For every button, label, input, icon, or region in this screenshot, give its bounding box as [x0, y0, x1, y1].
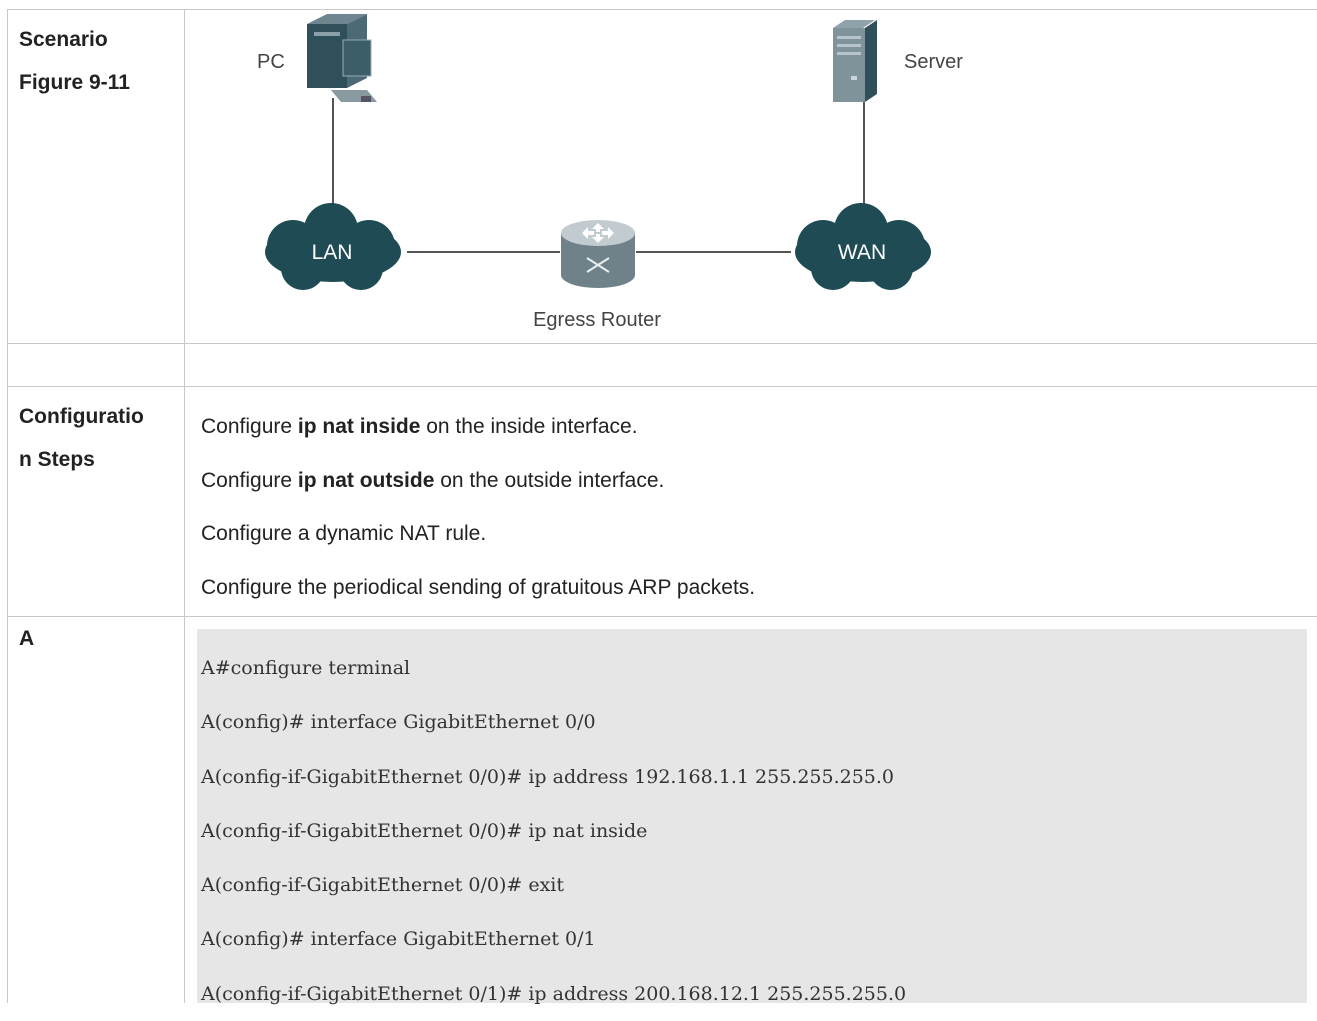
- configuration-steps-label-line2: n Steps: [19, 448, 95, 471]
- step-item: Configure a dynamic NAT rule.: [201, 522, 487, 545]
- device-a-label-cell: A: [7, 617, 185, 1003]
- configuration-steps-label-cell: Configuratio n Steps: [7, 387, 185, 616]
- configuration-steps-row: Configuratio n Steps Configure ip nat in…: [7, 386, 1317, 616]
- figure-label: Figure 9-11: [19, 71, 130, 94]
- code-line: A(config-if-GigabitEthernet 0/1)# ip add…: [201, 982, 907, 1005]
- code-line: A(config)# interface GigabitEthernet 0/1: [201, 928, 596, 951]
- configuration-steps-list: Configure ip nat inside on the inside in…: [185, 387, 1317, 616]
- wan-label: WAN: [838, 241, 886, 264]
- code-line: A(config-if-GigabitEthernet 0/0)# ip add…: [201, 765, 895, 788]
- scenario-row: Scenario Figure 9-11: [7, 9, 1317, 343]
- scenario-diagram-cell: PC Server: [185, 10, 1317, 343]
- device-a-label: A: [19, 627, 35, 650]
- server-label: Server: [904, 51, 963, 73]
- pc-icon: [307, 14, 377, 102]
- empty-row: [7, 343, 1317, 386]
- network-diagram: PC Server: [257, 14, 963, 331]
- code-line: A(config-if-GigabitEthernet 0/0)# ip nat…: [201, 819, 648, 842]
- step-item: Configure the periodical sending of grat…: [201, 575, 756, 599]
- config-table: Scenario Figure 9-11: [7, 9, 1317, 1005]
- scenario-label-cell: Scenario Figure 9-11: [7, 10, 185, 343]
- lan-cloud-icon: [265, 203, 401, 290]
- wan-cloud-icon: [795, 203, 931, 290]
- server-icon: [833, 20, 877, 102]
- pc-label: PC: [257, 51, 285, 73]
- code-line: A#configure terminal: [201, 657, 411, 679]
- router-label: Egress Router: [533, 309, 661, 331]
- scenario-label: Scenario: [19, 28, 108, 51]
- empty-content-cell: [185, 344, 1317, 386]
- step-item: Configure ip nat outside on the outside …: [201, 468, 665, 492]
- router-icon: [561, 220, 635, 288]
- configuration-steps-label-line1: Configuratio: [19, 405, 144, 428]
- code-line: A(config)# interface GigabitEthernet 0/0: [201, 711, 596, 734]
- code-line: A(config-if-GigabitEthernet 0/0)# exit: [201, 874, 565, 897]
- lan-label: LAN: [312, 241, 353, 264]
- step-item: Configure ip nat inside on the inside in…: [201, 415, 638, 438]
- empty-label-cell: [7, 344, 185, 386]
